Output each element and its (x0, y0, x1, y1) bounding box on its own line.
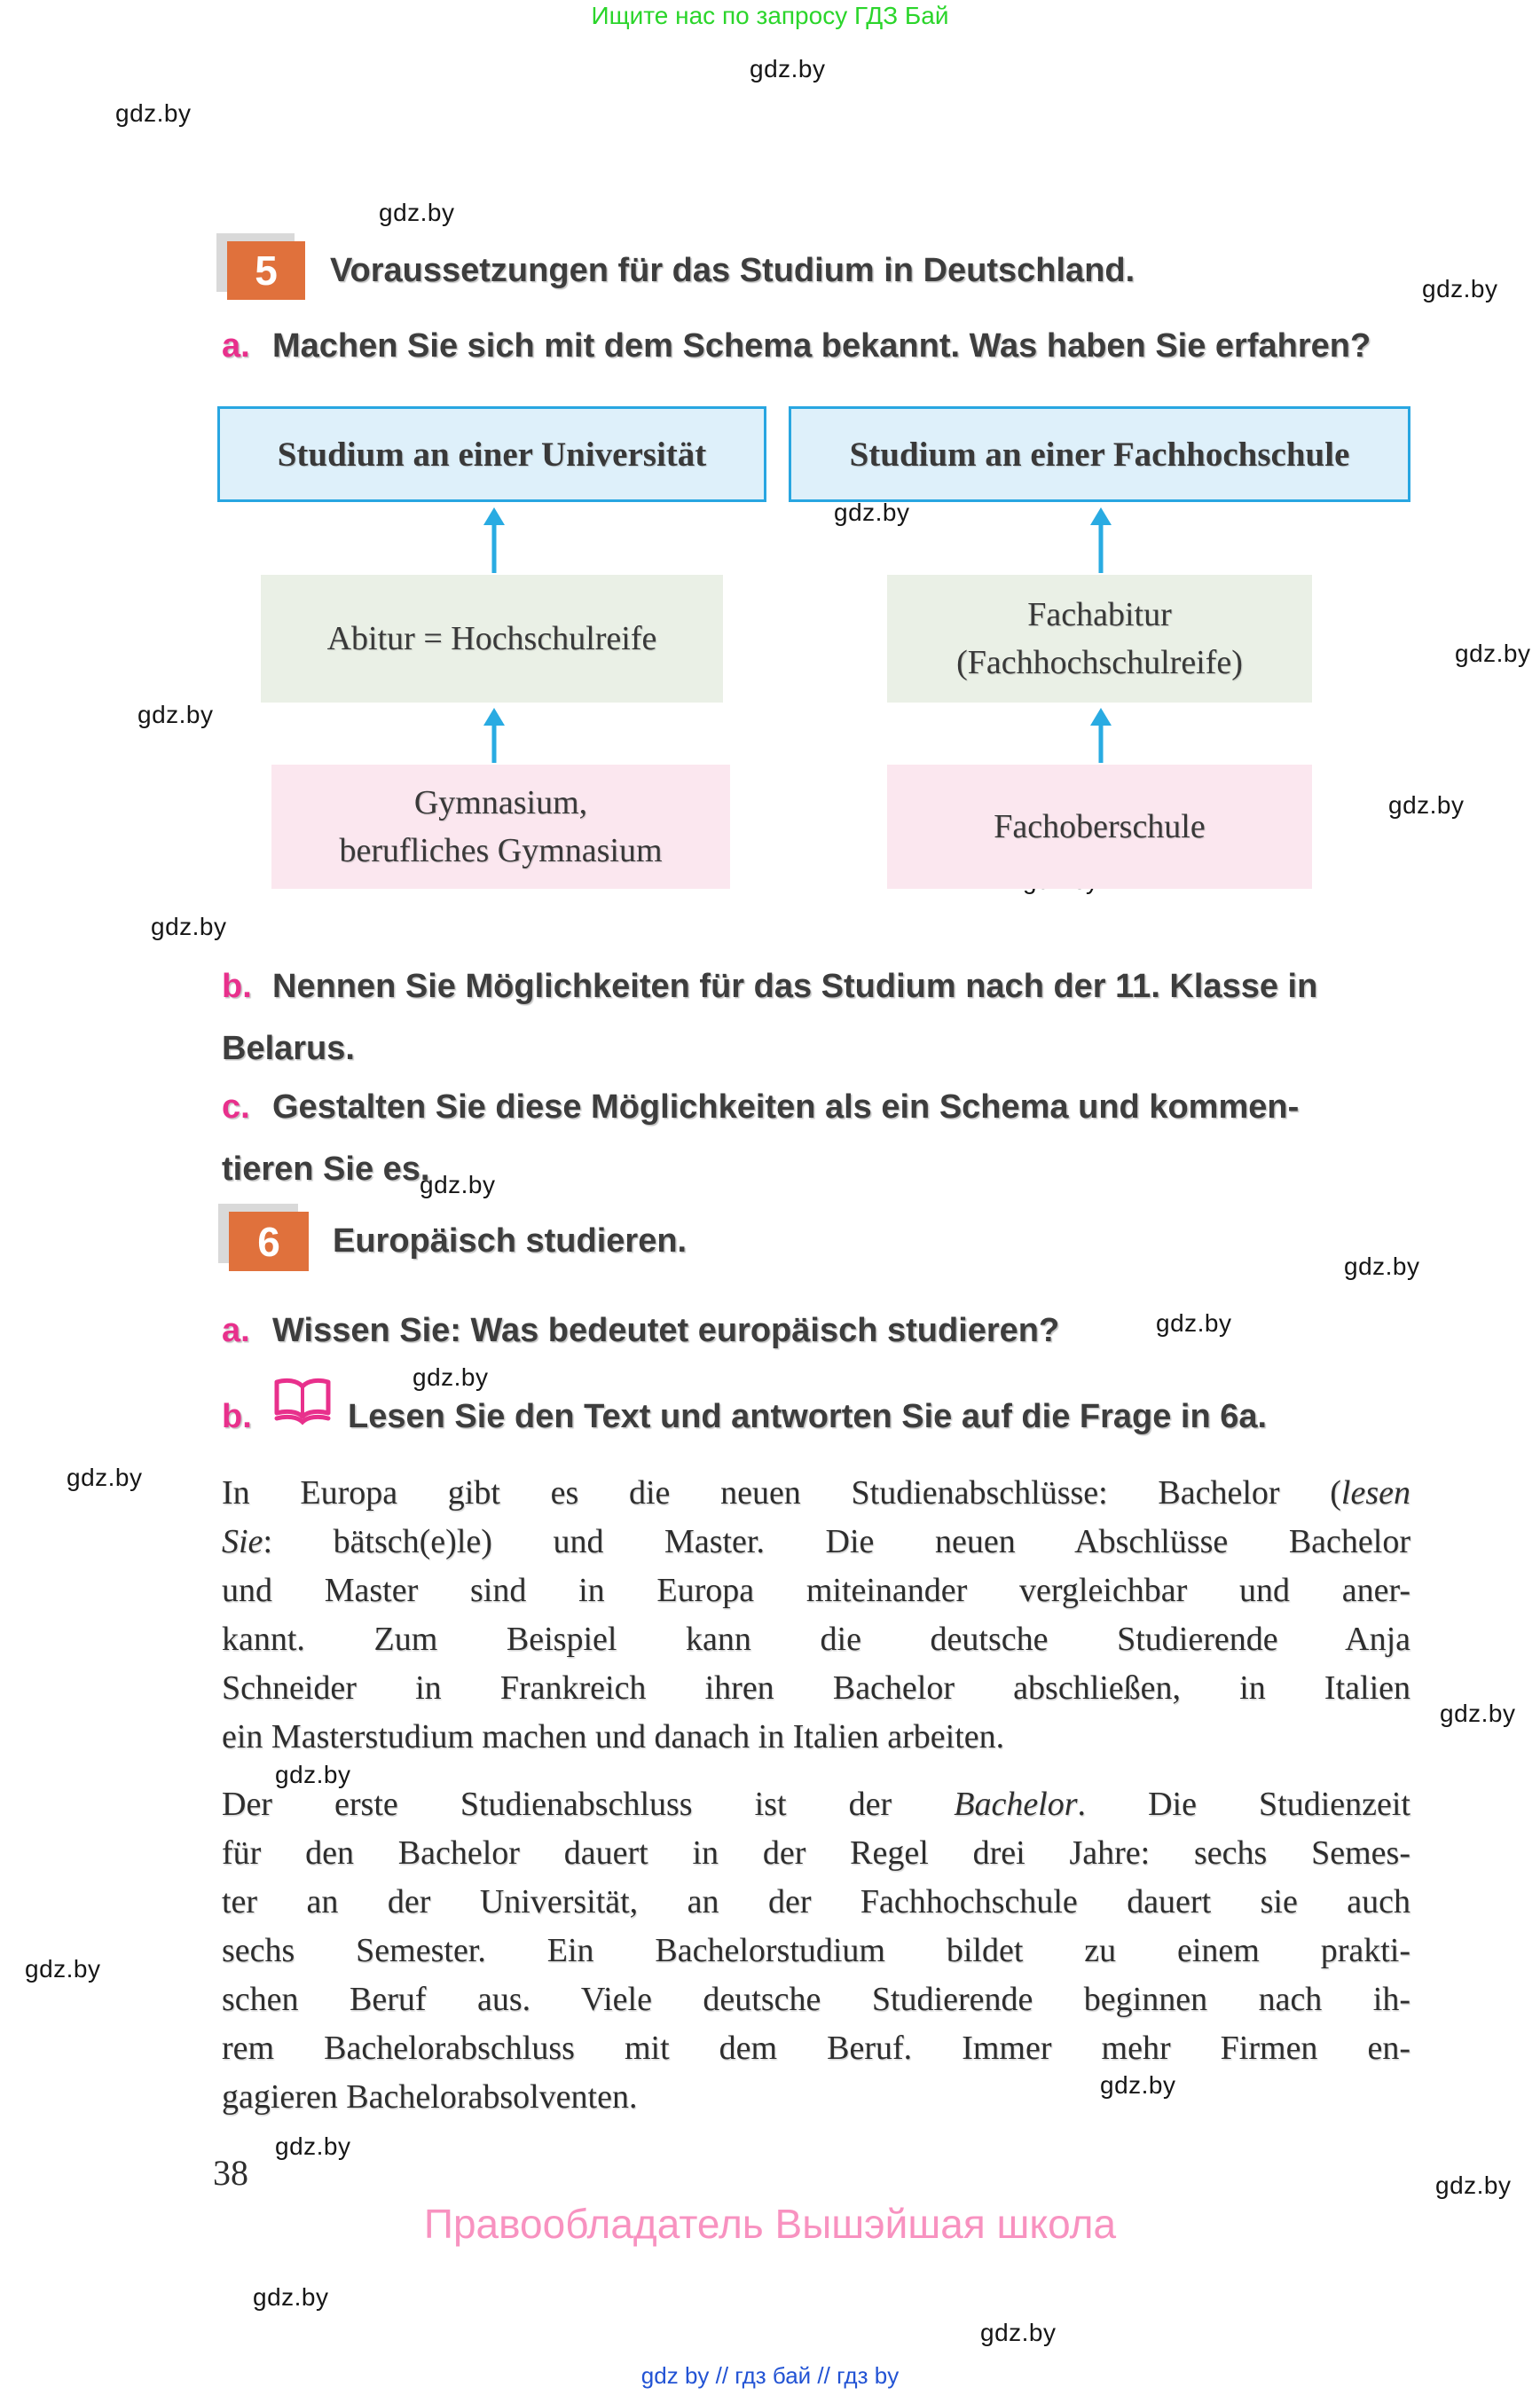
schema-box-fachhochschule: Studium an einer Fachhochschule (789, 406, 1410, 502)
text-line: Schneider in Frankreich ihren Bachelor a… (222, 1669, 1410, 1707)
item-line: a. Wissen Sie: Was bedeutet europäisch st… (222, 1300, 1415, 1362)
gdz-watermark: gdz.by (1455, 640, 1531, 667)
item-a-text: Wissen Sie: Was bedeutet europäisch stud… (272, 1312, 1060, 1349)
text-line: schen Beruf aus. Viele deutsche Studiere… (222, 1981, 1410, 2018)
promo-banner: Ищите нас по запросу ГДЗ Бай (591, 2, 949, 29)
schema-box-fachoberschule: Fachoberschule (887, 765, 1312, 889)
arrow-up-icon (482, 708, 507, 763)
arrow-shaft (491, 722, 497, 763)
arrow-shaft (1098, 522, 1104, 573)
text-line: und Master sind in Europa miteinander ve… (222, 1572, 1410, 1609)
text-line: In Europa gibt es die neuen Studienabsch… (222, 1474, 1410, 1512)
gdz-watermark: gdz.by (25, 1955, 101, 1983)
text-line: sechs Semester. Ein Bachelorstudium bild… (222, 1932, 1410, 1969)
item-b-text: Nennen Sie Möglichkeiten für das Studium… (272, 968, 1318, 1005)
arrow-up-icon (482, 507, 507, 573)
open-book-icon (271, 1376, 334, 1430)
exercise-5-number-badge: 5 (227, 241, 305, 300)
schema-box-abitur: Abitur = Hochschulreife (261, 575, 723, 703)
footer-links[interactable]: gdz by // гдз бай // гдз by (640, 2362, 900, 2389)
schema-box-gymnasium: Gymnasium, berufliches Gymnasium (271, 765, 730, 889)
item-line: b. Nennen Sie Möglichkeiten für das Studi… (222, 955, 1415, 1017)
schema-box-label: (Fachhochschulreife) (956, 644, 1243, 681)
gdz-watermark: gdz.by (67, 1464, 143, 1491)
exercise-6-item-b: b. Lesen Sie den Text und antworten Sie a… (222, 1386, 1415, 1448)
exercise-6-item-a: a. Wissen Sie: Was bedeutet europäisch st… (222, 1300, 1415, 1362)
item-line: b. Lesen Sie den Text und antworten Sie a… (222, 1386, 1415, 1448)
text-line: Der erste Studienabschluss ist der Bache… (222, 1786, 1410, 1823)
gdz-watermark: gdz.by (379, 199, 455, 226)
item-line: Belarus. (222, 1030, 355, 1067)
arrow-shaft (1098, 722, 1104, 763)
arrow-up-icon (1088, 708, 1113, 763)
item-b-text: Lesen Sie den Text und antworten Sie auf… (348, 1398, 1268, 1435)
item-c-label: c. (222, 1088, 250, 1126)
gdz-watermark: gdz.by (1100, 2071, 1176, 2099)
exercise-5-item-b: b. Nennen Sie Möglichkeiten für das Studi… (222, 955, 1415, 1080)
schema-box-label: Fachoberschule (994, 808, 1206, 845)
gdz-watermark: gdz.by (1344, 1253, 1420, 1280)
gdz-watermark: gdz.by (151, 913, 227, 940)
schema-box-label: Studium an einer Universität (277, 435, 707, 474)
gdz-watermark: gdz.by (1422, 275, 1498, 302)
text-line: Sie: bätsch(e)le) und Master. Die neuen … (222, 1523, 1410, 1560)
gdz-watermark: gdz.by (115, 99, 192, 127)
exercise-6-number-badge: 6 (229, 1212, 309, 1271)
text-line: für den Bachelor dauert in der Regel dre… (222, 1834, 1410, 1872)
arrow-head (1090, 708, 1112, 726)
paragraph-2: Der erste Studienabschluss ist der Bache… (222, 1780, 1410, 2122)
schema-box-label: berufliches Gymnasium (339, 832, 663, 869)
gdz-watermark: gdz.by (275, 1761, 351, 1788)
exercise-5-title: Voraussetzungen für das Studium in Deuts… (330, 251, 1135, 289)
schema-box-label: Studium an einer Fachhochschule (849, 435, 1350, 474)
text-line: gagieren Bachelorabsolventen. (222, 2078, 638, 2116)
exercise-5-item-a: a. Machen Sie sich mit dem Schema bekannt… (222, 315, 1415, 377)
gdz-watermark: gdz.by (1435, 2171, 1512, 2199)
item-a-text: Machen Sie sich mit dem Schema bekannt. … (272, 327, 1371, 365)
item-a-label: a. (222, 327, 250, 365)
text-line: ein Masterstudium machen und danach in I… (222, 1718, 1005, 1755)
text-line: kannt. Zum Beispiel kann die deutsche St… (222, 1621, 1410, 1658)
item-a-label: a. (222, 1312, 250, 1349)
arrow-up-icon (1088, 507, 1113, 573)
page-number: 38 (213, 2153, 248, 2193)
schema-box-fachabitur: Fachabitur (Fachhochschulreife) (887, 575, 1312, 703)
item-line: c. Gestalten Sie diese Möglichkeiten als … (222, 1076, 1415, 1138)
schema-box-label: Gymnasium, (413, 784, 588, 821)
gdz-watermark: gdz.by (980, 2319, 1057, 2346)
item-b-label: b. (222, 1398, 252, 1435)
schema-box-university: Studium an einer Universität (217, 406, 766, 502)
gdz-watermark: gdz.by (1440, 1700, 1516, 1727)
gdz-watermark: gdz.by (1156, 1309, 1232, 1337)
exercise-6-title: Europäisch studieren. (333, 1222, 688, 1260)
gdz-watermark: gdz.by (750, 55, 826, 82)
text-line: rem Bachelorabschluss mit dem Beruf. Imm… (222, 2030, 1410, 2067)
arrow-head (483, 708, 505, 726)
arrow-head (483, 507, 505, 525)
gdz-watermark: gdz.by (420, 1171, 496, 1198)
gdz-watermark: gdz.by (412, 1363, 489, 1391)
arrow-head (1090, 507, 1112, 525)
item-b-label: b. (222, 968, 252, 1005)
paragraph-1: In Europa gibt es die neuen Studienabsch… (222, 1469, 1410, 1762)
schema-box-label: Fachabitur (1027, 596, 1172, 633)
item-line: a. Machen Sie sich mit dem Schema bekannt… (222, 315, 1415, 377)
text-line: ter an der Universität, an der Fachhochs… (222, 1883, 1410, 1920)
item-c-text: Gestalten Sie diese Möglichkeiten als ei… (272, 1088, 1300, 1126)
gdz-watermark: gdz.by (138, 701, 214, 728)
gdz-watermark: gdz.by (253, 2283, 329, 2311)
arrow-shaft (491, 522, 497, 573)
schema-box-label: Abitur = Hochschulreife (326, 620, 657, 657)
gdz-watermark: gdz.by (1388, 791, 1465, 819)
gdz-watermark: gdz.by (275, 2132, 351, 2160)
exercise-5-item-c: c. Gestalten Sie diese Möglichkeiten als … (222, 1076, 1415, 1200)
gdz-watermark: gdz.by (834, 499, 910, 526)
copyright-line: Правообладатель Вышэйшая школа (423, 2201, 1117, 2247)
item-line: tieren Sie es. (222, 1150, 430, 1188)
